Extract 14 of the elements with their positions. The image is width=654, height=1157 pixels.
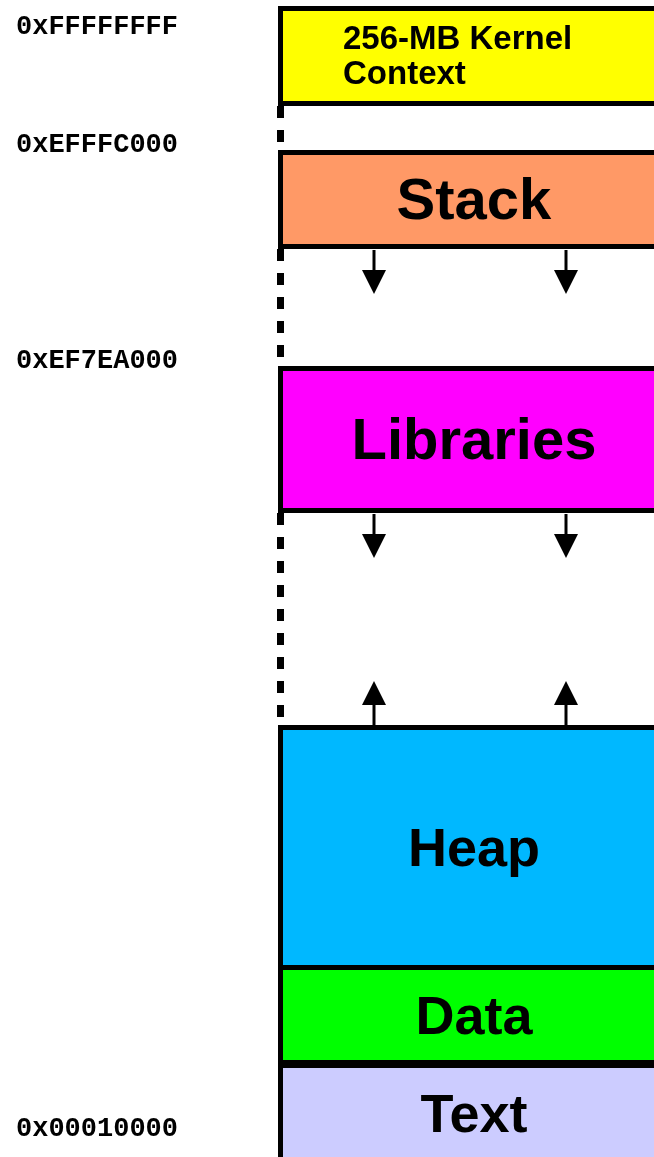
memory-segment bbox=[278, 366, 654, 513]
segment-label: Heap bbox=[406, 819, 541, 876]
segment-label: Stack bbox=[395, 169, 553, 230]
address-label: 0xFFFFFFFF bbox=[16, 12, 179, 42]
memory-segment bbox=[278, 150, 654, 249]
segment-label: Libraries bbox=[350, 409, 598, 470]
address-label: 0x00010000 bbox=[16, 1114, 179, 1144]
memory-segment bbox=[278, 6, 654, 106]
segment-label: 256-MB Kernel Context bbox=[343, 21, 574, 91]
address-label: 0xEFFFC000 bbox=[16, 130, 179, 160]
address-label: 0xEF7EA000 bbox=[16, 346, 179, 376]
segment-label: Text bbox=[419, 1084, 529, 1142]
segment-label: Data bbox=[414, 986, 534, 1044]
memory-segment bbox=[278, 1063, 654, 1157]
